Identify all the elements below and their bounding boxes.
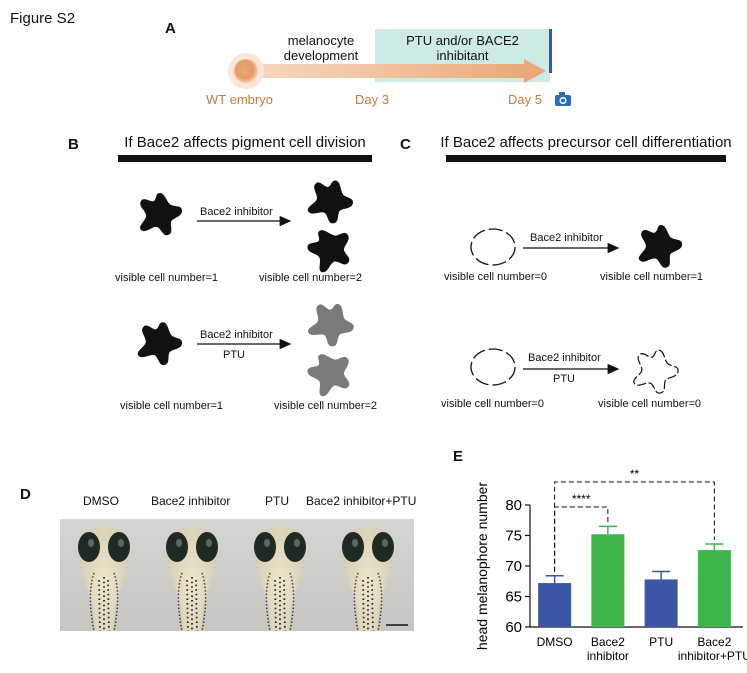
schematic-diagram xyxy=(136,175,684,402)
x-tick-label: DMSO xyxy=(537,635,573,649)
pigment-cell-black xyxy=(305,175,358,228)
timeline-arrowhead xyxy=(524,59,546,83)
pigment-cell-gray xyxy=(302,343,361,402)
arrow-c2-label-1: Bace2 inhibitor xyxy=(528,352,601,364)
pigment-cell-black xyxy=(136,318,186,368)
arrow-c1-label: Bace2 inhibitor xyxy=(530,232,603,244)
y-tick-label: 65 xyxy=(505,589,522,606)
pigment-cell-black xyxy=(140,193,182,236)
x-tick-label: Bace2 xyxy=(697,635,731,649)
unpigmented-cell-outline xyxy=(631,346,682,397)
arrow-b1-label: Bace2 inhibitor xyxy=(200,206,273,218)
b1-left-count: visible cell number=1 xyxy=(115,272,219,284)
d-label-bace2-ptu: Bace2 inhibitor+PTU xyxy=(306,494,417,508)
c2-left-count: visible cell number=0 xyxy=(441,398,545,410)
timeline-diagram xyxy=(228,29,571,106)
treatment-label-2: inhibitant xyxy=(436,48,489,63)
pigment-cell-black xyxy=(638,223,684,270)
dev-label-1: melanocyte xyxy=(287,33,355,48)
bar xyxy=(591,534,625,627)
dev-label-2: development xyxy=(283,48,359,63)
timeline-arrow-shaft xyxy=(248,64,528,78)
precursor-cell-dashed xyxy=(470,348,516,386)
panel-b-letter: B xyxy=(68,136,79,153)
x-tick-label: inhibitor+PTU xyxy=(678,649,747,663)
x-tick-label: Bace2 xyxy=(591,635,625,649)
b1-right-count: visible cell number=2 xyxy=(259,272,363,284)
y-tick-label: 70 xyxy=(505,558,522,575)
arrow-b2-label-1: Bace2 inhibitor xyxy=(200,329,273,341)
c1-left-count: visible cell number=0 xyxy=(444,271,548,283)
panel-a-letter: A xyxy=(165,20,176,37)
embryo-photo-panel xyxy=(60,519,414,631)
day5-marker-bar xyxy=(549,29,552,73)
panel-c-title: If Bace2 affects precursor cell differen… xyxy=(440,134,732,151)
bar xyxy=(697,550,731,627)
figure-label: Figure S2 xyxy=(10,10,76,27)
pigment-cell-gray xyxy=(305,297,360,352)
c2-right-count: visible cell number=0 xyxy=(598,398,702,410)
bar xyxy=(538,583,572,627)
arrow-b2-label-2: PTU xyxy=(223,349,245,361)
y-tick-label: 60 xyxy=(505,619,522,636)
y-tick-label: 80 xyxy=(505,497,522,514)
wt-embryo-label: WT embryo xyxy=(206,92,273,107)
panel-b-title-bar xyxy=(118,155,372,162)
b2-right-count: visible cell number=2 xyxy=(274,400,378,412)
panel-c-letter: C xyxy=(400,136,411,153)
day3-label: Day 3 xyxy=(355,92,389,107)
panel-b-title: If Bace2 affects pigment cell division xyxy=(124,134,366,151)
b2-left-count: visible cell number=1 xyxy=(120,400,224,412)
x-tick-label: inhibitor xyxy=(587,649,629,663)
arrow-c2-label-2: PTU xyxy=(553,373,575,385)
panel-e-letter: E xyxy=(453,448,464,465)
day5-label: Day 5 xyxy=(508,92,542,107)
treatment-label-1: PTU and/or BACE2 xyxy=(406,33,519,48)
d-label-dmso: DMSO xyxy=(83,494,119,508)
panel-d-letter: D xyxy=(20,486,31,503)
panel-c-title-bar xyxy=(446,155,726,162)
bar xyxy=(644,579,678,627)
x-tick-label: PTU xyxy=(649,635,673,649)
y-axis-label: head melanophore number xyxy=(474,482,490,650)
significance-bracket-outer-label: ** xyxy=(630,467,640,481)
pigment-cell-black xyxy=(302,219,361,278)
camera-icon xyxy=(555,92,571,106)
precursor-cell-dashed xyxy=(470,228,516,266)
significance-bracket-outer xyxy=(554,481,715,572)
d-label-bace2: Bace2 inhibitor xyxy=(151,494,231,508)
c1-right-count: visible cell number=1 xyxy=(600,271,704,283)
d-label-ptu: PTU xyxy=(265,494,289,508)
embryo-yolk xyxy=(234,59,258,83)
significance-bracket-inner-label: **** xyxy=(572,492,591,506)
y-tick-label: 75 xyxy=(505,528,522,545)
